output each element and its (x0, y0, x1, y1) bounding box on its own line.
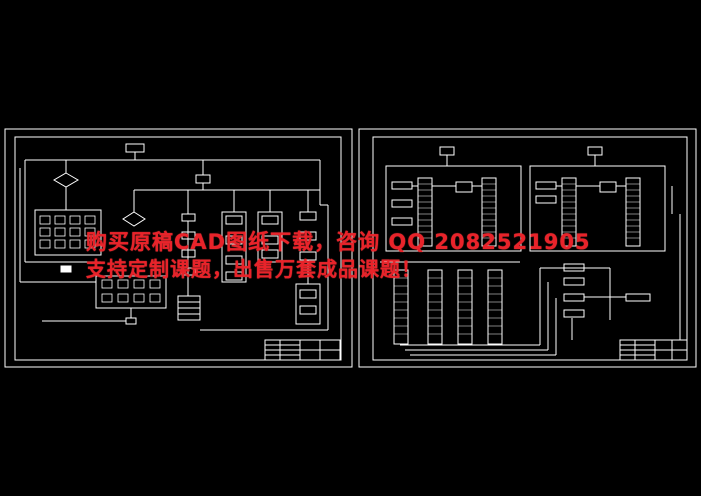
sheet-1-frame (14, 136, 342, 361)
lower-strip-1 (393, 269, 409, 345)
flow-mid-box (195, 174, 211, 184)
left-module-block (34, 209, 102, 256)
watermark-line-2: 支持定制课题，出售万套成品课题！ (86, 257, 422, 281)
lower-strip-2 (427, 269, 443, 345)
lower-strip-4 (487, 269, 503, 345)
watermark-line-1: 购买原稿CAD图纸下载，咨询 QQ 2082521905 (86, 230, 591, 254)
decision-diamond-1 (53, 172, 79, 188)
panel-a (385, 165, 522, 252)
flow-start-box (125, 143, 145, 153)
sheet-2-frame (372, 136, 688, 361)
sheet-2-border (358, 128, 697, 368)
decision-diamond-2 (122, 211, 146, 227)
sheet-1-border (4, 128, 353, 368)
panel-b (529, 165, 666, 252)
lower-strip-3 (457, 269, 473, 345)
